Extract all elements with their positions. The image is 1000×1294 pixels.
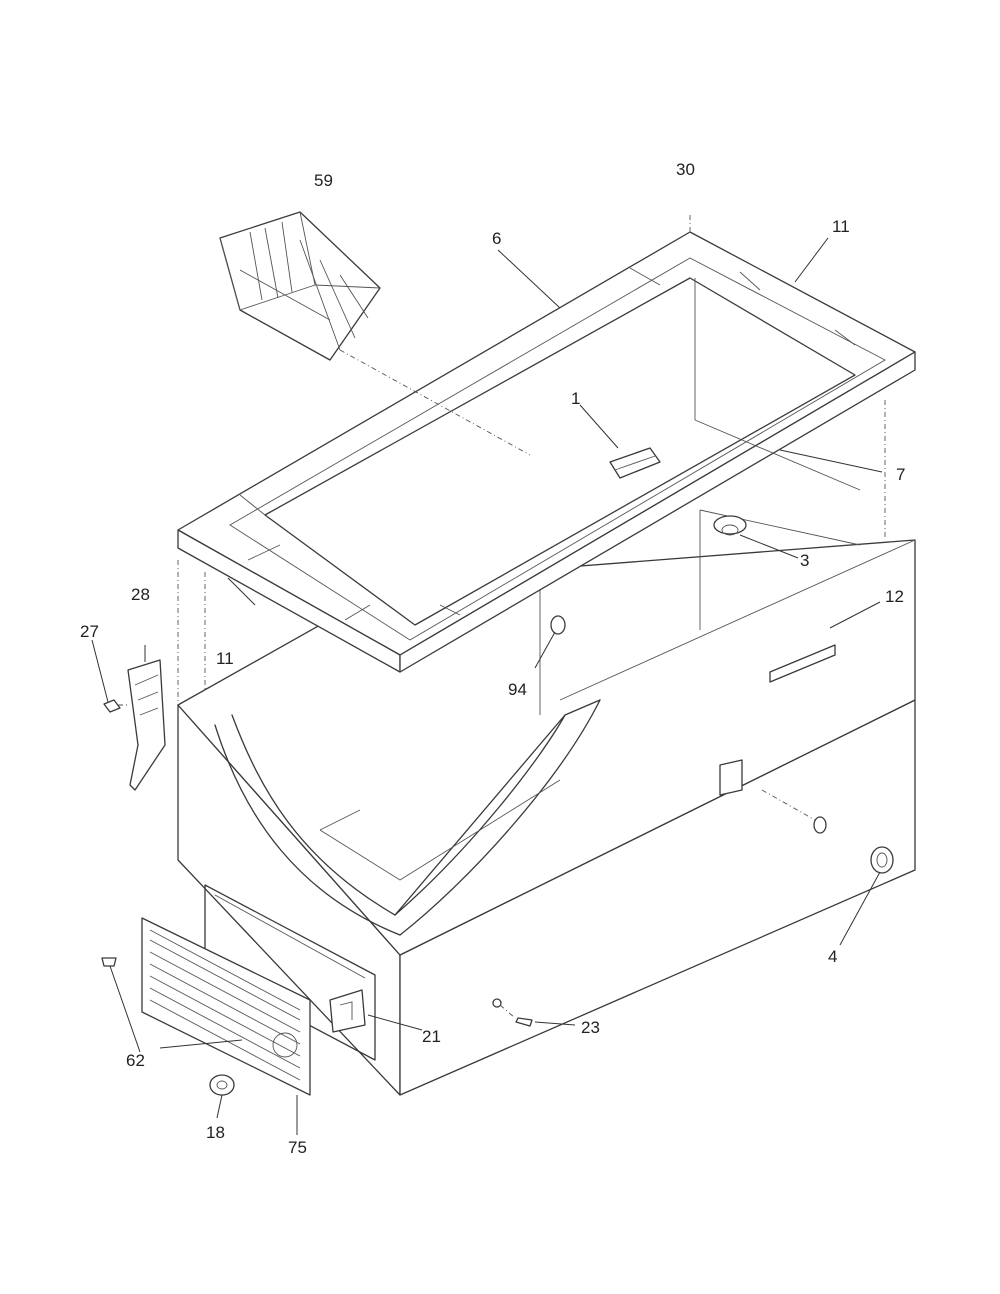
grommet-18: [209, 1074, 235, 1096]
thermostat-knob-assembly: [719, 759, 827, 834]
callout-27: 27: [80, 622, 99, 641]
callout-11-top: 11: [832, 217, 850, 236]
callout-21: 21: [422, 1027, 441, 1046]
lid-latch: [609, 447, 661, 479]
explosion-lines: [118, 215, 886, 1019]
drain-plug-3: [713, 515, 747, 536]
callout-23: 23: [581, 1018, 600, 1037]
callout-11-left: 11: [216, 649, 234, 668]
hinge-screw-27: [103, 699, 121, 713]
callout-59: 59: [314, 171, 333, 190]
callout-12: 12: [885, 587, 904, 606]
callout-1: 1: [571, 389, 580, 408]
power-cord-retainer-21: [329, 989, 366, 1033]
grille-75: [141, 917, 311, 1096]
callout-3: 3: [800, 551, 809, 570]
callout-75: 75: [288, 1138, 307, 1157]
callout-28: 28: [131, 585, 150, 604]
leveling-foot-4: [870, 846, 894, 874]
callout-62: 62: [126, 1051, 145, 1070]
lid-gasket-frame: [177, 231, 916, 673]
leader-lines: [91, 237, 883, 1135]
callout-labels: 59 30 6 11 1 7 3 12 28 27 11 94 4 21 23 …: [80, 160, 905, 1157]
callout-94: 94: [508, 680, 527, 699]
callout-4: 4: [828, 947, 837, 966]
callout-6: 6: [492, 229, 501, 248]
callout-18: 18: [206, 1123, 225, 1142]
callout-30: 30: [676, 160, 695, 179]
hinge-28: [127, 659, 166, 791]
light-socket-94: [550, 615, 566, 635]
screw-23: [492, 998, 533, 1027]
callout-7: 7: [896, 465, 905, 484]
storage-basket: [219, 211, 381, 361]
